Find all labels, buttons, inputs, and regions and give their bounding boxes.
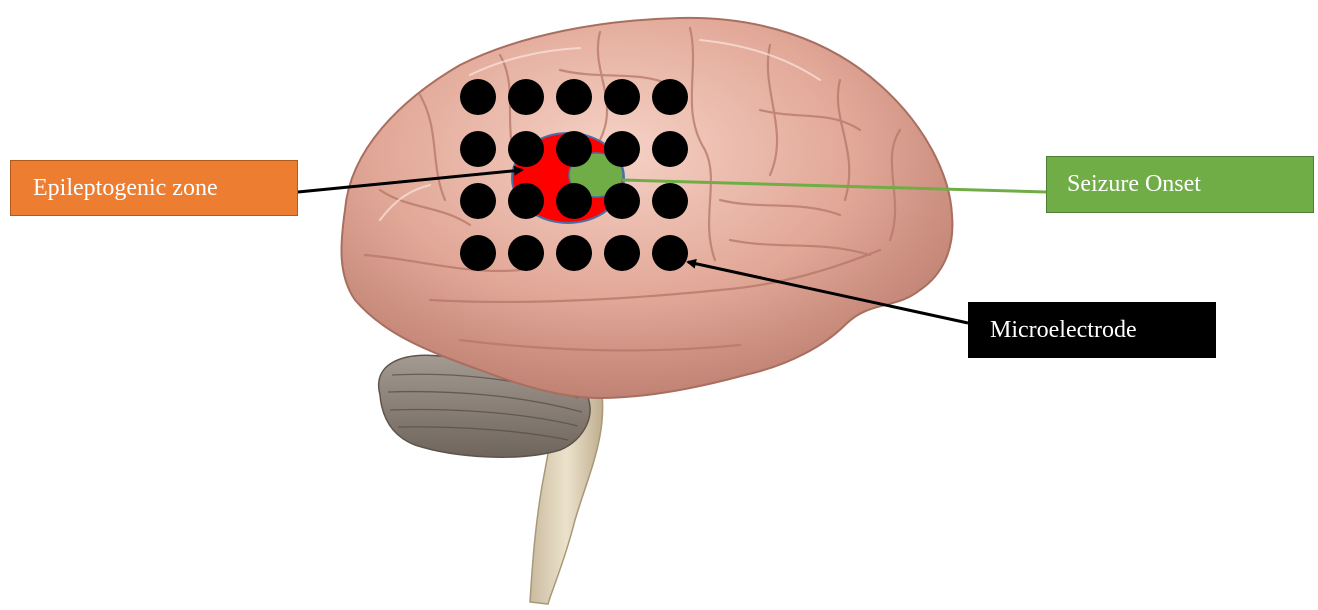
microelectrode-label: Microelectrode: [968, 302, 1216, 358]
microelectrode: [604, 79, 640, 115]
epileptogenic-zone-label-text: Epileptogenic zone: [33, 175, 218, 202]
microelectrode: [508, 183, 544, 219]
microelectrode-label-text: Microelectrode: [990, 317, 1137, 344]
epileptogenic-zone-label: Epileptogenic zone: [10, 160, 298, 216]
microelectrode: [604, 183, 640, 219]
microelectrode: [556, 235, 592, 271]
microelectrode: [556, 79, 592, 115]
brain-cortex: [341, 18, 952, 398]
microelectrode: [460, 235, 496, 271]
seizure-onset-label: Seizure Onset: [1046, 156, 1314, 213]
seizure-onset-label-text: Seizure Onset: [1067, 171, 1201, 198]
microelectrode: [508, 79, 544, 115]
microelectrode: [652, 131, 688, 167]
microelectrode: [652, 183, 688, 219]
microelectrode: [508, 131, 544, 167]
microelectrode: [604, 235, 640, 271]
microelectrode: [460, 131, 496, 167]
microelectrode: [604, 131, 640, 167]
microelectrode: [652, 235, 688, 271]
microelectrode: [460, 79, 496, 115]
microelectrode: [652, 79, 688, 115]
microelectrode: [460, 183, 496, 219]
microelectrode: [556, 183, 592, 219]
microelectrode: [556, 131, 592, 167]
microelectrode: [508, 235, 544, 271]
